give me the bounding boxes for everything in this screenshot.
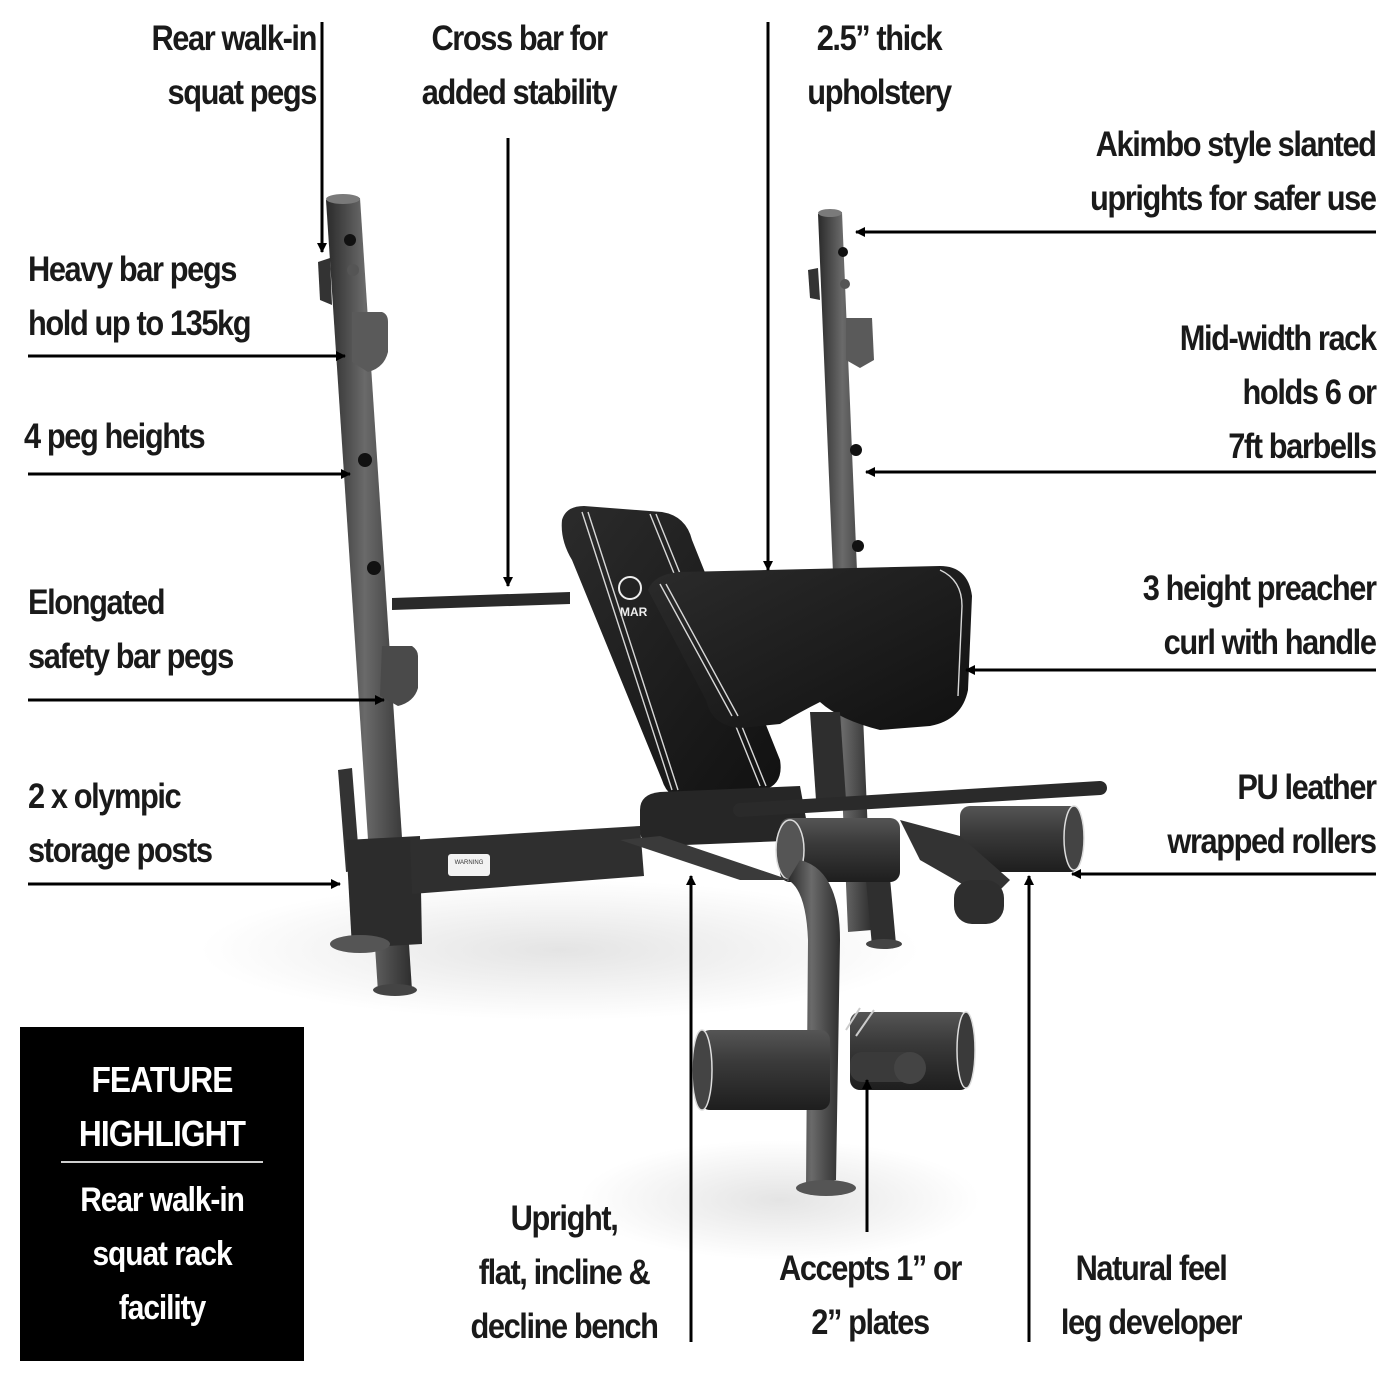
callout-cross-bar: Cross bar for added stability — [421, 19, 618, 112]
callout-leg-developer: Natural feel leg developer — [1060, 1249, 1243, 1342]
callout-rear-walk-in-squat-pegs: Rear walk-in squat pegs — [151, 19, 317, 112]
brand-mark: MAR — [620, 605, 648, 619]
feature-highlight-title: FEATURE HIGHLIGHT — [78, 1059, 246, 1154]
callout-peg-heights: 4 peg heights — [24, 417, 206, 456]
callout-mid-width-rack: Mid-width rack holds 6 or 7ft barbells — [1180, 319, 1377, 466]
callout-arrows — [28, 22, 1376, 1342]
callout-akimbo-uprights: Akimbo style slanted uprights for safer … — [1090, 125, 1377, 218]
preacher-pad — [648, 566, 972, 730]
callout-upholstery: 2.5” thick upholstery — [807, 19, 952, 112]
callout-heavy-bar-pegs: Heavy bar pegs hold up to 135kg — [28, 250, 252, 343]
callout-plates: Accepts 1” or 2” plates — [779, 1249, 962, 1342]
callout-pu-rollers: PU leather wrapped rollers — [1167, 768, 1378, 861]
feature-highlight-divider — [61, 1161, 263, 1163]
feature-highlight-body: Rear walk-in squat rack facility — [80, 1181, 245, 1327]
left-upright — [318, 194, 422, 996]
warning-sticker — [448, 854, 490, 876]
callout-olympic-storage: 2 x olympic storage posts — [28, 777, 213, 870]
callout-safety-bar-pegs: Elongated safety bar pegs — [28, 583, 234, 676]
feature-highlight-box: FEATURE HIGHLIGHT Rear walk-in squat rac… — [20, 1027, 304, 1361]
callout-bench-positions: Upright, flat, incline & decline bench — [470, 1199, 659, 1346]
svg-text:WARNING: WARNING — [455, 860, 484, 866]
callout-preacher-curl: 3 height preacher curl with handle — [1143, 569, 1377, 662]
